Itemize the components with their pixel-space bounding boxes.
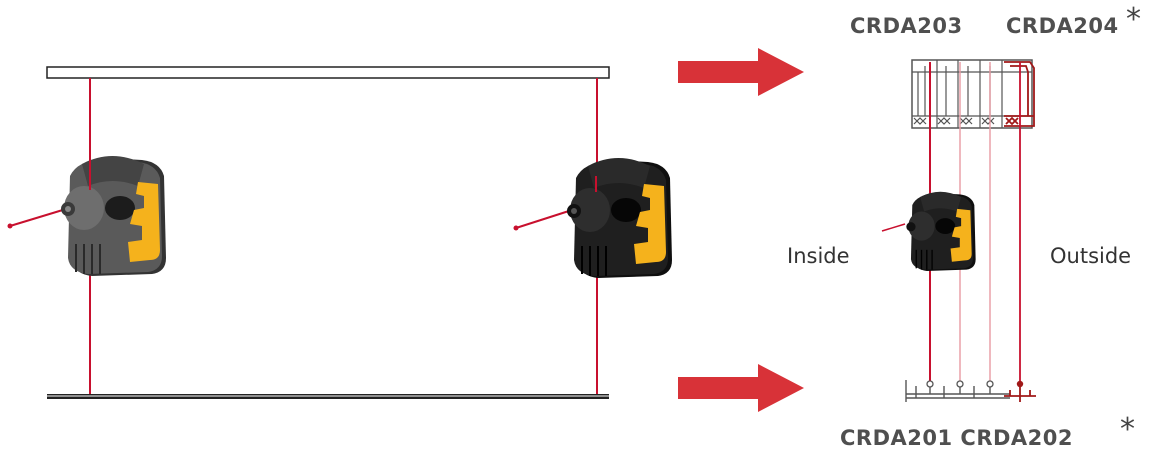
frame-bottom-rail — [47, 394, 609, 399]
asterisk-mark: * — [1120, 412, 1135, 447]
outside-label: Outside — [1050, 244, 1132, 268]
laser-level-icon: .tb{fill:#555555}.th{fill:#6a6a6a} — [61, 156, 166, 276]
product-code-label: CRDA201 CRDA202 — [840, 426, 1074, 450]
right-arrow-icon — [678, 364, 804, 412]
laser-dot — [7, 223, 13, 229]
laser-level-icon — [567, 158, 672, 278]
product-code-label: CRDA204 — [1006, 14, 1119, 38]
inside-label: Inside — [787, 244, 850, 268]
frame-top-rail — [46, 66, 610, 79]
right-arrow-icon — [678, 48, 804, 96]
product-code-label: CRDA203 — [850, 14, 963, 38]
laser-dot — [513, 225, 519, 231]
bottom-track-profile — [905, 380, 1036, 402]
asterisk-mark: * — [1126, 2, 1141, 37]
laser-level-icon — [906, 191, 976, 271]
